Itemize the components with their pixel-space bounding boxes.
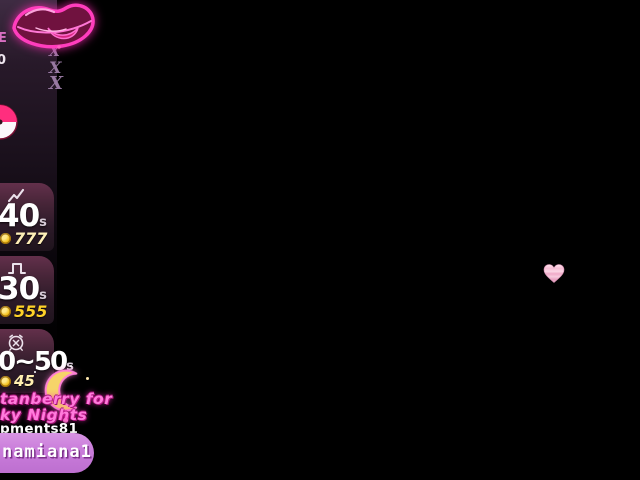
duration-value: 30 xyxy=(0,271,40,307)
coin-icon xyxy=(0,306,11,317)
pink-heart-icon xyxy=(543,263,565,288)
duration-unit: s xyxy=(39,288,47,303)
token-price: 555 xyxy=(0,302,47,321)
coin-icon xyxy=(0,233,11,244)
username-label: namiana1 xyxy=(2,442,92,462)
partial-count: 0 xyxy=(0,53,7,68)
coin-icon xyxy=(0,375,11,387)
promo-ornament xyxy=(63,418,68,423)
star-icon xyxy=(34,371,36,373)
username-button[interactable]: namiana1 xyxy=(0,433,94,473)
prize-wheel-icon xyxy=(0,102,20,146)
token-amount: 777 xyxy=(14,229,48,248)
x-decor-icon: X xyxy=(49,58,62,77)
rising-wave-icon xyxy=(7,188,26,208)
token-amount: 45 xyxy=(14,372,35,390)
crescent-moon-icon xyxy=(37,365,90,424)
star-icon xyxy=(86,377,89,380)
token-amount: 555 xyxy=(14,302,48,321)
x-decor-icon: X xyxy=(49,73,63,94)
partial-logo-text: E xyxy=(0,31,8,46)
pulse-wave-icon xyxy=(8,261,26,281)
x-decor-icon: X xyxy=(49,44,60,60)
level-duration: 30s xyxy=(0,271,47,307)
star-icon xyxy=(70,365,72,367)
tip-level-card: 40s 777 xyxy=(0,183,54,251)
token-price: 45 xyxy=(0,372,35,390)
promo-text-line1: tanberry for xyxy=(0,390,113,408)
duration-unit: s xyxy=(39,215,47,230)
neon-lips-icon xyxy=(6,0,98,58)
star-icon xyxy=(93,399,95,401)
level-duration: 40s xyxy=(0,198,47,234)
tip-level-card: 30s 555 xyxy=(0,256,54,324)
alarm-clock-icon xyxy=(6,333,26,356)
star-icon xyxy=(30,416,32,418)
duration-unit: s xyxy=(66,359,74,374)
token-price: 777 xyxy=(0,229,47,248)
duration-value: 40 xyxy=(0,198,40,234)
